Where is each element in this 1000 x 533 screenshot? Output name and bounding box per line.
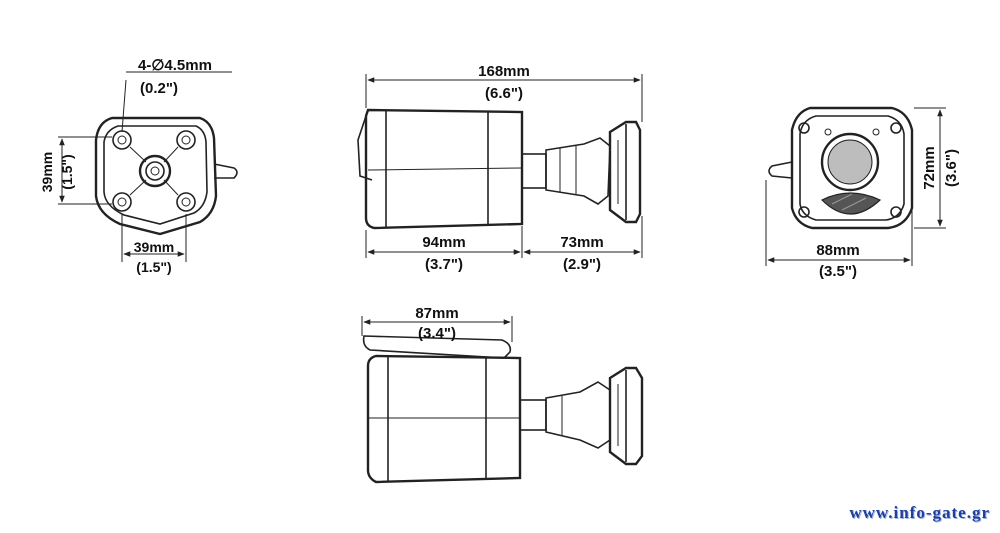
front-housing-outline: [94, 116, 218, 236]
side-base-plate: [608, 120, 642, 224]
front-width-label-in: (1.5"): [136, 259, 171, 275]
side-body-length: 94mm: [422, 234, 465, 251]
rear-lens: [820, 132, 880, 192]
top-bracket: [545, 381, 611, 449]
rear-view: [765, 106, 946, 266]
front-center-lens: [138, 154, 172, 188]
front-width-label: 39mm: [134, 239, 174, 255]
front-housing-inner: [103, 125, 208, 225]
front-hole-bl: [112, 192, 132, 212]
rear-screw-bl: [798, 206, 810, 218]
top-antenna-length-in: (3.4"): [418, 325, 456, 342]
rear-width-label-in: (3.5"): [819, 263, 857, 280]
rear-screw-br: [890, 206, 902, 218]
front-hole-tl: [112, 130, 132, 150]
side-body-length-in: (3.7"): [425, 256, 463, 273]
rear-screw-tl: [798, 122, 810, 134]
front-view: [58, 71, 238, 262]
front-height-label-in: (1.5"): [59, 154, 75, 189]
rear-ir-window: [820, 192, 882, 215]
top-base-plate: [608, 366, 644, 466]
front-height-label: 39mm: [39, 152, 55, 192]
top-view: [361, 316, 644, 484]
side-neck: [521, 153, 547, 189]
side-view: [357, 74, 643, 258]
front-hole-label: 4-∅4.5mm: [138, 57, 212, 74]
rear-housing-outline: [790, 106, 914, 230]
top-neck: [519, 399, 547, 431]
rear-width-label: 88mm: [816, 242, 859, 259]
side-mount-length-in: (2.9"): [563, 256, 601, 273]
rear-antenna-stub: [768, 161, 793, 179]
front-hole-tr: [176, 130, 196, 150]
rear-height-label-in: (3.6"): [943, 149, 960, 187]
side-bracket: [545, 137, 611, 205]
rear-height-label: 72mm: [921, 146, 938, 189]
top-antenna-length: 87mm: [415, 305, 458, 322]
side-body-outline: [364, 108, 524, 230]
top-body-outline: [366, 354, 522, 484]
side-total-length: 168mm: [478, 63, 530, 80]
top-antenna: [362, 335, 512, 359]
front-hole-label-in: (0.2"): [140, 80, 178, 97]
side-total-length-in: (6.6"): [485, 85, 523, 102]
side-mount-length: 73mm: [560, 234, 603, 251]
watermark: www.info-gate.gr: [849, 503, 990, 522]
front-antenna-stub: [213, 163, 238, 179]
front-hole-br: [176, 192, 196, 212]
rear-screw-tr: [890, 122, 902, 134]
